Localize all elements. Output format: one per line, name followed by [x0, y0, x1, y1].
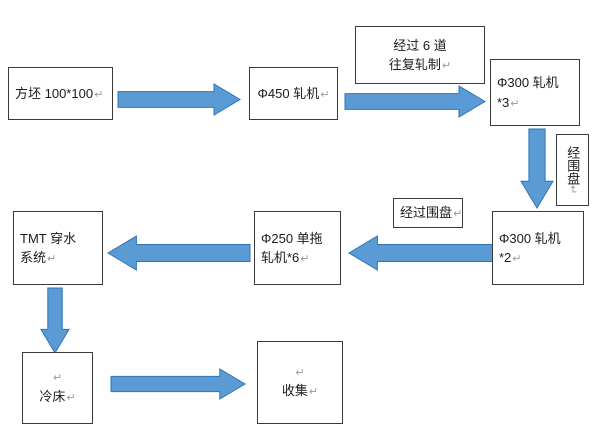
- paragraph-mark-icon: ↵: [308, 386, 319, 398]
- mill-250-box: Φ250 单拖轧机*6↵: [254, 211, 341, 285]
- empty-line-pilcrow: ↵: [52, 372, 63, 384]
- node-text-line: Φ300 轧机: [499, 230, 561, 246]
- arrow-mill300x3-down: [519, 128, 555, 210]
- paragraph-mark-icon: ↵: [66, 391, 76, 404]
- node-text-line: Φ450 轧机↵: [257, 85, 330, 101]
- node-text-line: Φ300 轧机: [497, 75, 559, 90]
- billet-box: 方坯 100*100↵: [8, 67, 113, 120]
- node-text-line: 经围盘↵: [565, 145, 581, 195]
- paragraph-mark-icon: ↵: [441, 60, 452, 72]
- paragraph-mark-icon: ↵: [320, 88, 330, 101]
- node-text-line: TMT 穿水: [20, 230, 77, 246]
- node-text-line: 经过围盘↵: [400, 205, 463, 221]
- tmt-quench-box: TMT 穿水系统↵: [13, 211, 103, 285]
- node-text-line: *3↵: [497, 94, 520, 110]
- via-loop-vertical-box: 经围盘↵: [556, 134, 589, 206]
- node-text-line: 往复轧制↵: [388, 57, 452, 72]
- arrow-mill300x2-to-mill250: [347, 234, 495, 272]
- arrow-tmt-down: [39, 287, 71, 355]
- node-text-line: 方坯 100*100↵: [15, 85, 104, 101]
- paragraph-mark-icon: ↵: [94, 88, 104, 101]
- empty-line-pilcrow: ↵: [295, 366, 305, 379]
- arrow-billet-to-mill450: [117, 82, 242, 117]
- paragraph-mark-icon: ↵: [453, 208, 463, 221]
- node-text-line: Φ250 单拖: [261, 230, 323, 246]
- arrow-coolbed-to-collect: [110, 367, 247, 401]
- arrow-mill450-to-mill300x3: [344, 84, 487, 119]
- paragraph-mark-icon: ↵: [512, 253, 522, 265]
- node-text-line: 冷床↵: [39, 388, 76, 404]
- node-text-line: 经过 6 道: [393, 37, 447, 53]
- paragraph-mark-icon: ↵: [47, 253, 57, 265]
- paragraph-mark-icon: ↵: [510, 97, 520, 110]
- node-text-line: 系统↵: [20, 250, 57, 265]
- mill-300-x2-box: Φ300 轧机 *2↵: [492, 211, 584, 285]
- via-loop-note-box: 经过围盘↵: [393, 198, 463, 228]
- cooling-bed-box: ↵冷床↵: [22, 352, 93, 424]
- node-text-line: 收集↵: [281, 383, 319, 398]
- six-pass-note-box: 经过 6 道往复轧制↵: [355, 26, 485, 84]
- node-text-line: *2↵: [499, 250, 522, 265]
- paragraph-mark-icon: ↵: [300, 253, 310, 265]
- paragraph-mark-icon: ↵: [566, 184, 579, 195]
- node-text-line: 轧机*6↵: [261, 250, 310, 265]
- collect-box: ↵收集↵: [257, 341, 343, 424]
- mill-300-x3-box: Φ300 轧机 *3↵: [490, 59, 580, 126]
- arrow-mill250-to-tmt: [106, 234, 251, 272]
- mill-450-box: Φ450 轧机↵: [249, 67, 338, 120]
